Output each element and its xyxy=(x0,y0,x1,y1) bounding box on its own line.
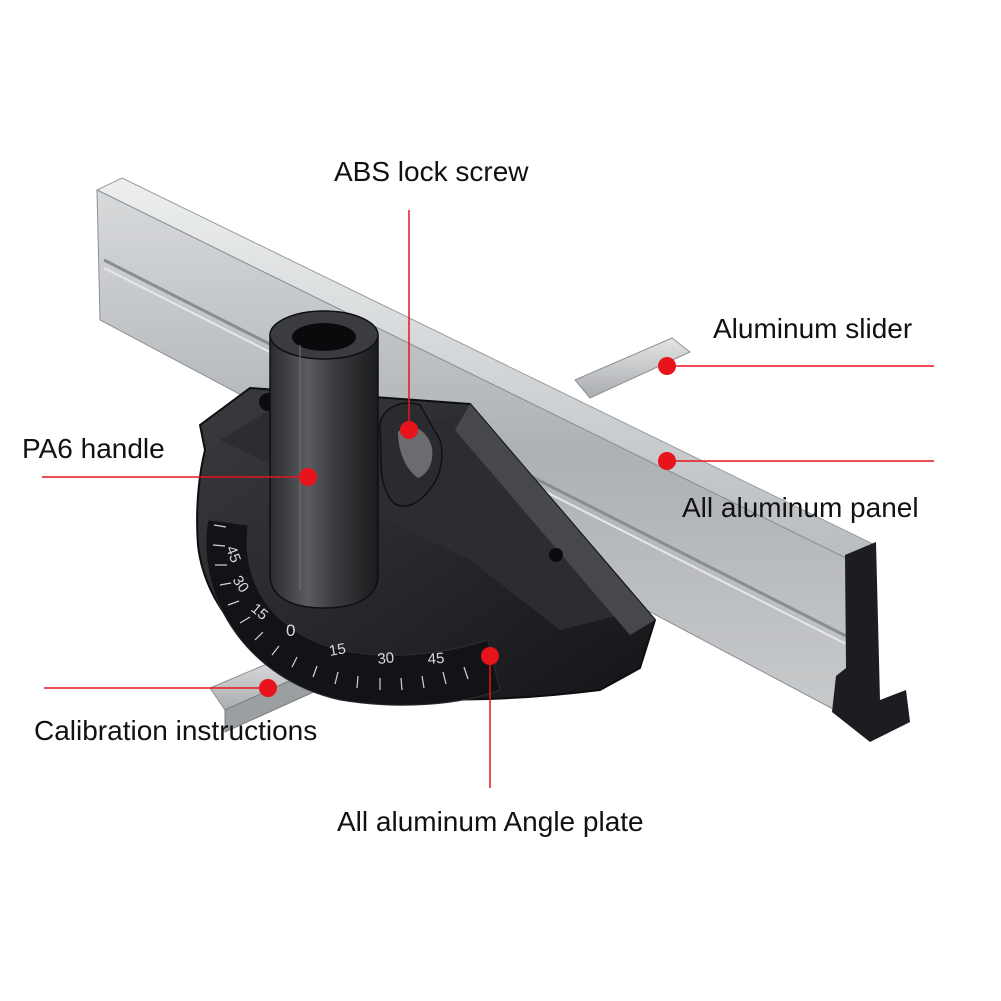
label-abs-lock-screw: ABS lock screw xyxy=(334,156,529,187)
scale-number: 45 xyxy=(427,650,445,668)
callout-dots xyxy=(259,357,676,697)
scale-tick-marks xyxy=(212,524,469,691)
abs-lock-screw xyxy=(379,402,443,507)
callout-dot-angle-plate xyxy=(481,647,499,665)
callout-dot-abs-lock-screw xyxy=(400,421,418,439)
scale-number: 0 xyxy=(286,621,295,640)
callout-dot-all-aluminum-panel xyxy=(658,452,676,470)
label-all-aluminum-panel: All aluminum panel xyxy=(682,492,919,523)
scale-number: 45 xyxy=(222,544,244,565)
label-aluminum-slider: Aluminum slider xyxy=(713,313,913,344)
scale-number: 15 xyxy=(328,640,347,660)
callout-dot-aluminum-slider xyxy=(658,357,676,375)
label-calibration-instructions: Calibration instructions xyxy=(34,715,318,746)
pa6-handle xyxy=(269,310,379,609)
label-pa6-handle: PA6 handle xyxy=(22,433,165,464)
callout-dot-calibration-instructions xyxy=(259,679,277,697)
scale-number: 30 xyxy=(229,573,252,596)
callout-dot-pa6-handle xyxy=(299,468,317,486)
label-all-aluminum-angle-plate: All aluminum Angle plate xyxy=(337,806,644,837)
scale-number: 30 xyxy=(377,649,395,668)
callout-lines xyxy=(42,210,934,788)
